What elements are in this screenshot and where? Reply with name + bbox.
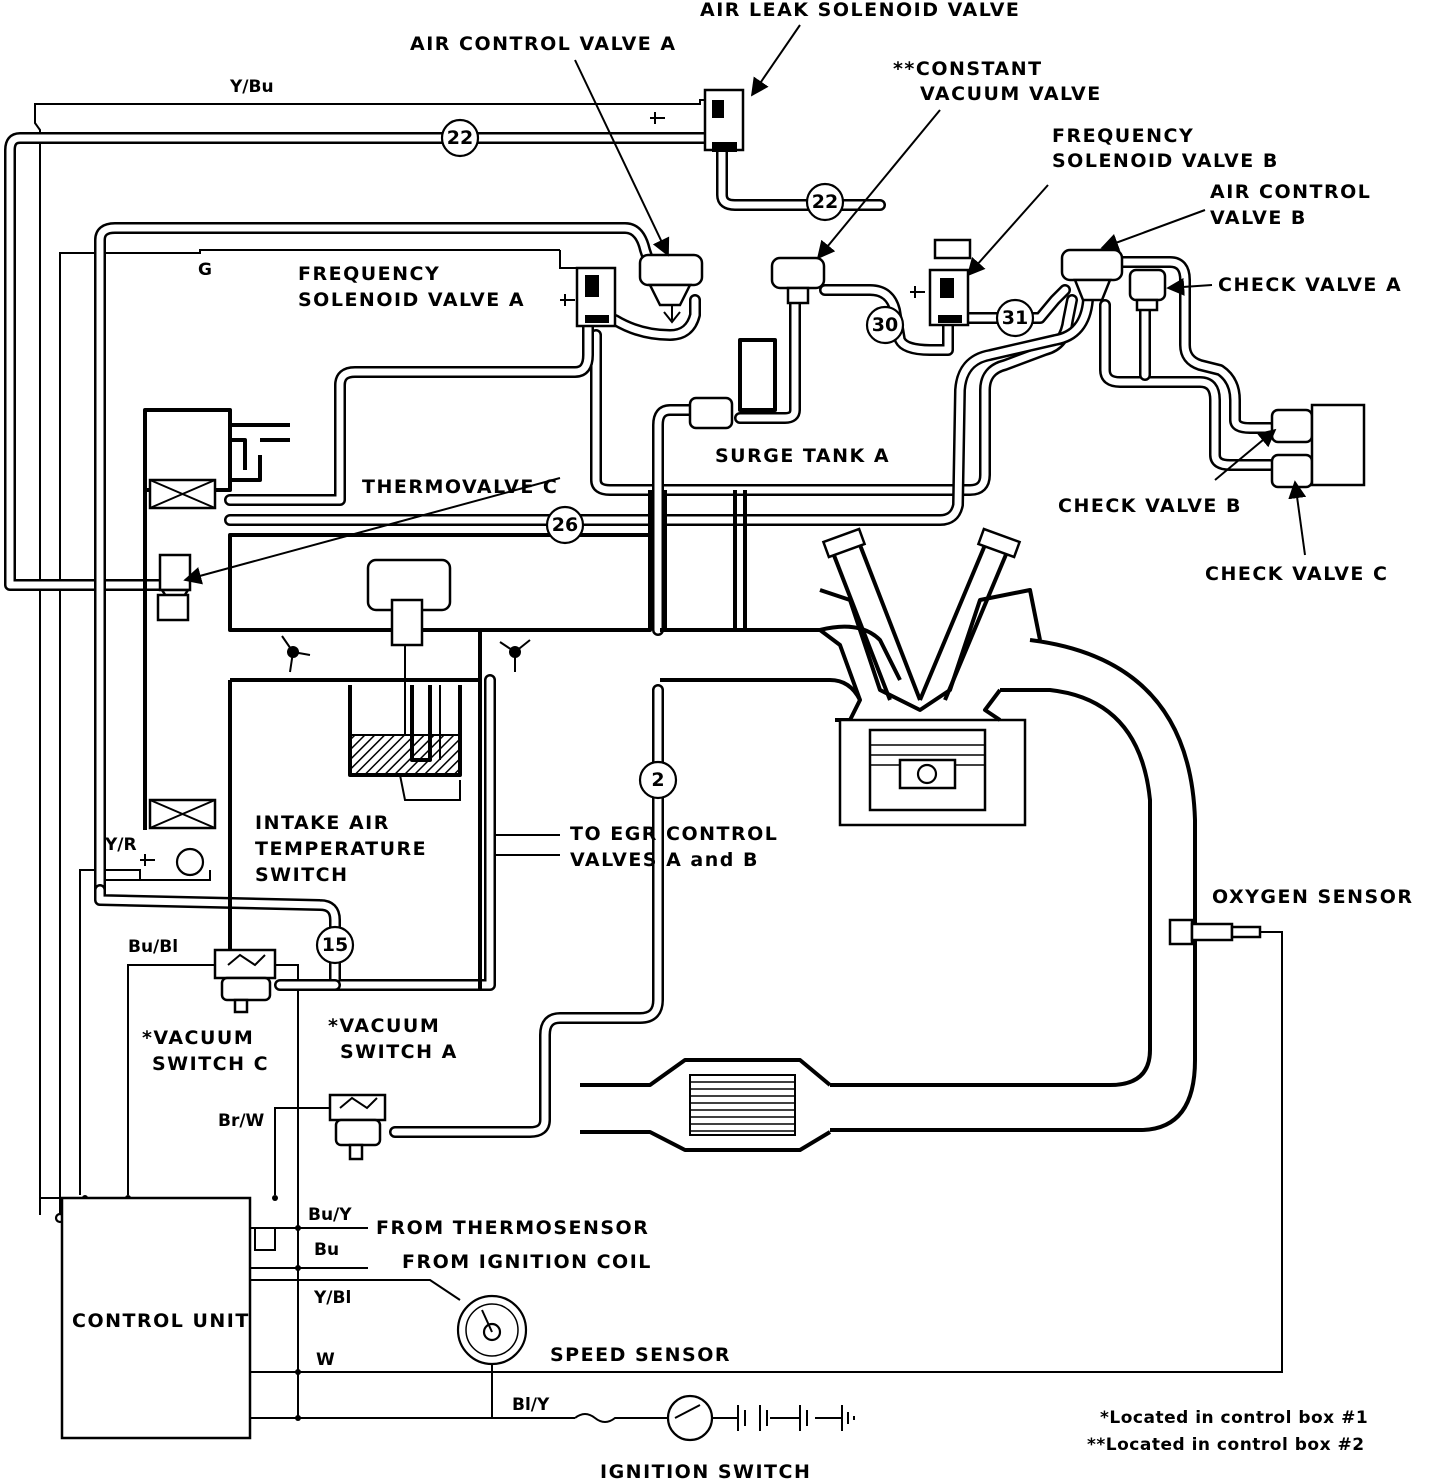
oxygen-sensor-icon xyxy=(1168,918,1262,946)
frequency-solenoid-valve-a-label-2: SOLENOID VALVE A xyxy=(298,289,525,311)
throttle-valve-icon xyxy=(281,635,311,673)
hose-number-badge: 30 xyxy=(865,305,905,345)
filter-icon xyxy=(148,798,217,830)
constant-vacuum-valve-label-1: **CONSTANT xyxy=(893,58,1043,80)
check-valve-c-icon xyxy=(1270,453,1314,489)
hose-number-badge: 22 xyxy=(805,182,845,222)
wire-color-label: Br/W xyxy=(218,1111,265,1131)
constant-vacuum-valve-label-2: VACUUM VALVE xyxy=(920,83,1102,105)
surge-tank-valve-icon xyxy=(688,396,734,430)
hose-number-badge: 2 xyxy=(638,760,678,800)
control-unit-label: CONTROL UNIT xyxy=(72,1310,250,1332)
frequency-solenoid-valve-a-icon xyxy=(560,266,617,328)
svg-text:2: 2 xyxy=(651,769,664,791)
control-unit-box xyxy=(60,1196,252,1440)
components xyxy=(60,88,1366,1442)
to-egr-label-1: TO EGR CONTROL xyxy=(570,823,778,845)
from-thermosensor-label: FROM THERMOSENSOR xyxy=(376,1217,649,1239)
air-leak-solenoid-valve-label: AIR LEAK SOLENOID VALVE xyxy=(700,0,1020,21)
footnote-control-box-2: **Located in control box #2 xyxy=(1087,1435,1365,1455)
ignition-switch-icon xyxy=(666,1394,714,1442)
speed-sensor-icon xyxy=(456,1294,528,1366)
wire-color-label: Bu xyxy=(314,1240,339,1260)
wire-color-label: Y/R xyxy=(104,835,137,855)
leader-lines xyxy=(183,24,1307,856)
wire-color-label: Bu/Y xyxy=(308,1205,352,1225)
speed-sensor-label: SPEED SENSOR xyxy=(550,1344,731,1366)
check-valve-c-label: CHECK VALVE C xyxy=(1205,563,1388,585)
wire-color-label: Bu/Bl xyxy=(128,937,178,957)
hose-numbers: 22 22 30 31 26 2 15 xyxy=(315,118,1035,965)
to-egr-label-2: VALVES A and B xyxy=(570,849,759,871)
hose-number-badge: 26 xyxy=(545,505,585,545)
frequency-solenoid-valve-a-label-1: FREQUENCY xyxy=(298,263,440,285)
wire-color-label: G xyxy=(198,260,212,280)
filter-box-icon xyxy=(143,408,290,830)
hose-number-badge: 22 xyxy=(440,118,480,158)
surge-tank-a-label: SURGE TANK A xyxy=(715,445,890,467)
svg-text:26: 26 xyxy=(552,514,578,536)
wire-color-label: Y/Bu xyxy=(229,77,274,97)
vacuum-hoses xyxy=(4,132,1276,1138)
thermovalve-c-label: THERMOVALVE C xyxy=(362,476,558,498)
wire-color-label: W xyxy=(316,1350,335,1370)
hose-number-badge: 31 xyxy=(995,298,1035,338)
vacuum-switch-a-label-2: SWITCH A xyxy=(340,1041,458,1063)
air-leak-solenoid-valve-icon xyxy=(650,88,745,152)
vacuum-switch-c-label-2: SWITCH C xyxy=(152,1053,269,1075)
vacuum-switch-a-label-1: *VACUUM xyxy=(328,1015,440,1037)
intake-air-temp-switch-label-1: INTAKE AIR xyxy=(255,812,390,834)
intake-system xyxy=(228,338,902,990)
hose-number-badge: 15 xyxy=(315,925,355,965)
constant-vacuum-valve-icon xyxy=(770,256,826,305)
check-valve-a-label: CHECK VALVE A xyxy=(1218,274,1402,296)
intake-air-temp-switch-label-3: SWITCH xyxy=(255,864,349,886)
vacuum-switch-a-icon xyxy=(328,1093,387,1161)
air-control-valve-a-label: AIR CONTROL VALVE A xyxy=(410,33,677,55)
air-control-valve-b-label-1: AIR CONTROL xyxy=(1210,181,1371,203)
frequency-solenoid-valve-b-icon xyxy=(910,238,972,327)
from-ignition-coil-label: FROM IGNITION COIL xyxy=(402,1251,652,1273)
thermovalve-c-icon xyxy=(156,553,192,622)
frequency-solenoid-valve-b-label-2: SOLENOID VALVE B xyxy=(1052,150,1279,172)
wire-color-label: Bl/Y xyxy=(512,1395,550,1415)
oxygen-sensor-label: OXYGEN SENSOR xyxy=(1212,886,1414,908)
check-valve-a-icon xyxy=(1128,268,1167,312)
battery-icon xyxy=(737,1405,855,1431)
svg-text:30: 30 xyxy=(872,314,898,336)
frequency-solenoid-valve-b-label-1: FREQUENCY xyxy=(1052,125,1194,147)
vacuum-switch-c-label-1: *VACUUM xyxy=(142,1027,254,1049)
engine xyxy=(580,527,1262,1152)
labels: AIR LEAK SOLENOID VALVE AIR CONTROL VALV… xyxy=(72,0,1414,1483)
svg-text:15: 15 xyxy=(322,934,348,956)
footnote-control-box-1: *Located in control box #1 xyxy=(1100,1408,1368,1428)
svg-text:31: 31 xyxy=(1002,307,1028,329)
air-control-valve-b-label-2: VALVE B xyxy=(1210,207,1307,229)
svg-text:22: 22 xyxy=(447,127,473,149)
ignition-switch-label: IGNITION SWITCH xyxy=(600,1461,811,1483)
wire-color-label: Y/Bl xyxy=(313,1288,351,1308)
svg-text:22: 22 xyxy=(812,191,838,213)
intake-air-temp-switch-label-2: TEMPERATURE xyxy=(255,838,427,860)
check-valve-b-label: CHECK VALVE B xyxy=(1058,495,1242,517)
throttle-valve-icon xyxy=(499,639,531,672)
intake-air-temperature-switch-icon xyxy=(140,847,205,877)
check-valve-b-icon xyxy=(1270,408,1314,444)
air-control-valve-a-icon xyxy=(638,253,704,324)
air-control-valve-b-icon xyxy=(1060,248,1124,302)
vacuum-switch-c-icon xyxy=(213,948,277,1014)
